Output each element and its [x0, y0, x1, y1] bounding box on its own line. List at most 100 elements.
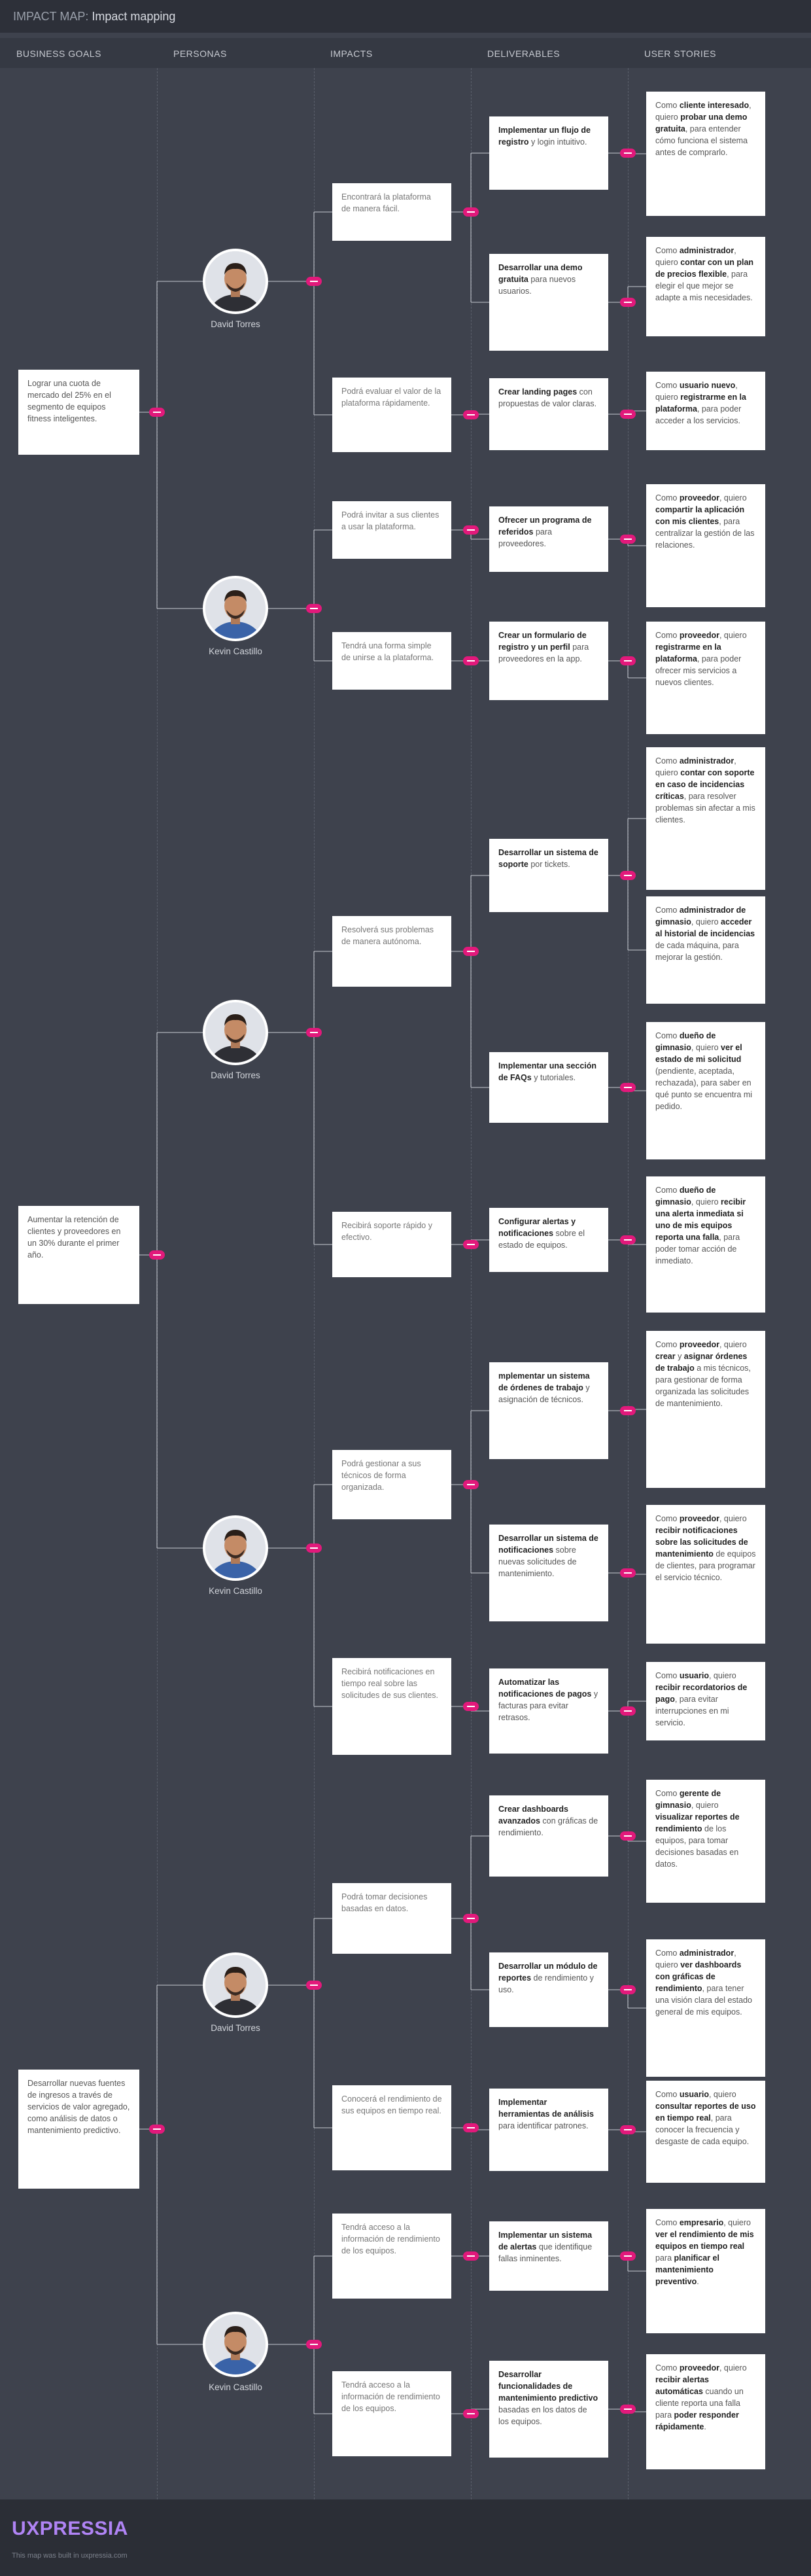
collapse-toggle-icon[interactable] — [620, 1706, 636, 1716]
collapse-toggle-icon[interactable] — [620, 535, 636, 544]
collapse-toggle-icon[interactable] — [463, 1240, 479, 1249]
emphasis-text: visualizar reportes de rendimiento — [655, 1812, 740, 1833]
emphasis-text: recibir alertas automáticas — [655, 2375, 709, 2396]
body-text: de cada máquina, para mejorar la gestión… — [655, 941, 739, 962]
body-text: . — [704, 2422, 706, 2431]
collapse-toggle-icon[interactable] — [463, 525, 479, 535]
body-text: Como — [655, 101, 680, 110]
collapse-toggle-icon[interactable] — [306, 1028, 322, 1037]
emphasis-text: empresario — [679, 2218, 724, 2227]
body-text: , quiero — [691, 1197, 721, 1207]
user-story-card: Como proveedor, quiero compartir la apli… — [646, 484, 765, 607]
body-text: , para poder tomar acción de inmediato. — [655, 1233, 740, 1265]
body-text: para proveedores en la app. — [498, 643, 589, 663]
collapse-toggle-icon[interactable] — [463, 947, 479, 956]
emphasis-text: contar con un plan de precios flexible — [655, 258, 754, 279]
emphasis-text: poder responder rápidamente — [655, 2410, 739, 2431]
user-story-card: Como gerente de gimnasio, quiero visuali… — [646, 1780, 765, 1903]
collapse-toggle-icon[interactable] — [463, 1480, 479, 1489]
collapse-toggle-icon[interactable] — [620, 1406, 636, 1415]
body-text: , quiero — [655, 381, 738, 402]
collapse-toggle-icon[interactable] — [306, 277, 322, 286]
body-text: , quiero — [708, 2090, 736, 2099]
collapse-toggle-icon[interactable] — [306, 604, 322, 613]
impact-card: Podrá evaluar el valor de la plataforma … — [332, 378, 451, 452]
collapse-toggle-icon[interactable] — [306, 1981, 322, 1990]
persona-name: Kevin Castillo — [209, 646, 262, 656]
emphasis-text: planificar el mantenimiento preventivo — [655, 2253, 719, 2286]
body-text: , para poder acceder a los servicios. — [655, 404, 742, 425]
body-text: por tickets. — [528, 860, 570, 869]
collapse-toggle-icon[interactable] — [463, 1914, 479, 1923]
emphasis-text: usuario nuevo — [679, 381, 736, 390]
persona-name: Kevin Castillo — [209, 2382, 262, 2392]
body-text: con gráficas de rendimiento. — [498, 1816, 598, 1837]
collapse-toggle-icon[interactable] — [620, 1568, 636, 1578]
user-story-card: Como cliente interesado, quiero probar u… — [646, 92, 765, 216]
collapse-toggle-icon[interactable] — [620, 2405, 636, 2414]
body-text: para identificar patrones. — [498, 2121, 589, 2130]
collapse-toggle-icon[interactable] — [463, 207, 479, 217]
emphasis-text: Desarrollar una demo gratuita — [498, 263, 583, 284]
collapse-toggle-icon[interactable] — [620, 2251, 636, 2261]
body-text: , quiero — [691, 917, 721, 926]
brand-logo: UXPRESSIA — [12, 2518, 128, 2539]
collapse-toggle-icon[interactable] — [620, 298, 636, 307]
collapse-toggle-icon[interactable] — [149, 1250, 165, 1260]
emphasis-text: ver dashboards con gráficas de rendimien… — [655, 1960, 742, 1993]
column-header-user-stories: USER STORIES — [644, 48, 716, 59]
persona-name: David Torres — [211, 319, 260, 329]
avatar-man-blue-shirt-icon — [203, 2312, 268, 2377]
user-story-card: Como proveedor, quiero crear y asignar ó… — [646, 1331, 765, 1488]
emphasis-text: consultar reportes de uso en tiempo real — [655, 2102, 756, 2123]
body-text: Como — [655, 246, 680, 255]
deliverable-card: Desarrollar un sistema de soporte por ti… — [489, 839, 608, 912]
collapse-toggle-icon[interactable] — [149, 2125, 165, 2134]
collapse-toggle-icon[interactable] — [620, 149, 636, 158]
impact-card: Conocerá el rendimiento de sus equipos e… — [332, 2085, 451, 2170]
body-text: , quiero — [691, 1043, 721, 1052]
collapse-toggle-icon[interactable] — [463, 410, 479, 419]
emphasis-text: Desarrollar un sistema de soporte — [498, 848, 598, 869]
persona: Kevin Castillo — [199, 2312, 271, 2392]
impact-card: Tendrá acceso a la información de rendim… — [332, 2371, 451, 2456]
body-text: que identifique fallas inminentes. — [498, 2242, 593, 2263]
collapse-toggle-icon[interactable] — [306, 2340, 322, 2349]
collapse-toggle-icon[interactable] — [620, 871, 636, 880]
collapse-toggle-icon[interactable] — [463, 2409, 479, 2418]
collapse-toggle-icon[interactable] — [463, 656, 479, 665]
emphasis-text: contar con soporte en caso de incidencia… — [655, 768, 755, 801]
collapse-toggle-icon[interactable] — [620, 1985, 636, 1994]
emphasis-text: Desarrollar funcionalidades de mantenimi… — [498, 2370, 598, 2403]
user-story-card: Como administrador, quiero contar con so… — [646, 747, 765, 890]
collapse-toggle-icon[interactable] — [463, 1702, 479, 1711]
emphasis-text: administrador — [679, 1949, 734, 1958]
collapse-toggle-icon[interactable] — [620, 1083, 636, 1092]
impact-card: Recibirá notificaciones en tiempo real s… — [332, 1658, 451, 1755]
collapse-toggle-icon[interactable] — [306, 1544, 322, 1553]
column-header-impacts: IMPACTS — [330, 48, 373, 59]
persona: Kevin Castillo — [199, 576, 271, 656]
emphasis-text: recibir recordatorios de pago — [655, 1683, 748, 1704]
body-text: , para conocer la frecuencia y desgaste … — [655, 2113, 750, 2146]
collapse-toggle-icon[interactable] — [463, 2123, 479, 2132]
collapse-toggle-icon[interactable] — [463, 2251, 479, 2261]
user-story-card: Como usuario nuevo, quiero registrarme e… — [646, 372, 765, 450]
collapse-toggle-icon[interactable] — [620, 1831, 636, 1841]
impact-card: Podrá tomar decisiones basadas en datos. — [332, 1883, 451, 1954]
body-text: , quiero — [723, 2218, 751, 2227]
deliverable-card: Crear un formulario de registro y un per… — [489, 622, 608, 700]
collapse-toggle-icon[interactable] — [620, 656, 636, 665]
collapse-toggle-icon[interactable] — [149, 408, 165, 417]
body-text: , para centralizar la gestión de las rel… — [655, 517, 755, 550]
collapse-toggle-icon[interactable] — [620, 2125, 636, 2134]
persona: David Torres — [199, 1000, 271, 1080]
emphasis-text: registrarme en la plataforma — [655, 643, 721, 663]
persona: Kevin Castillo — [199, 1515, 271, 1596]
collapse-toggle-icon[interactable] — [620, 1235, 636, 1244]
body-text: , para evitar interrupciones en mi servi… — [655, 1695, 729, 1727]
body-text: , quiero — [719, 631, 747, 640]
collapse-toggle-icon[interactable] — [620, 410, 636, 419]
body-text: sobre el estado de equipos. — [498, 1229, 585, 1250]
